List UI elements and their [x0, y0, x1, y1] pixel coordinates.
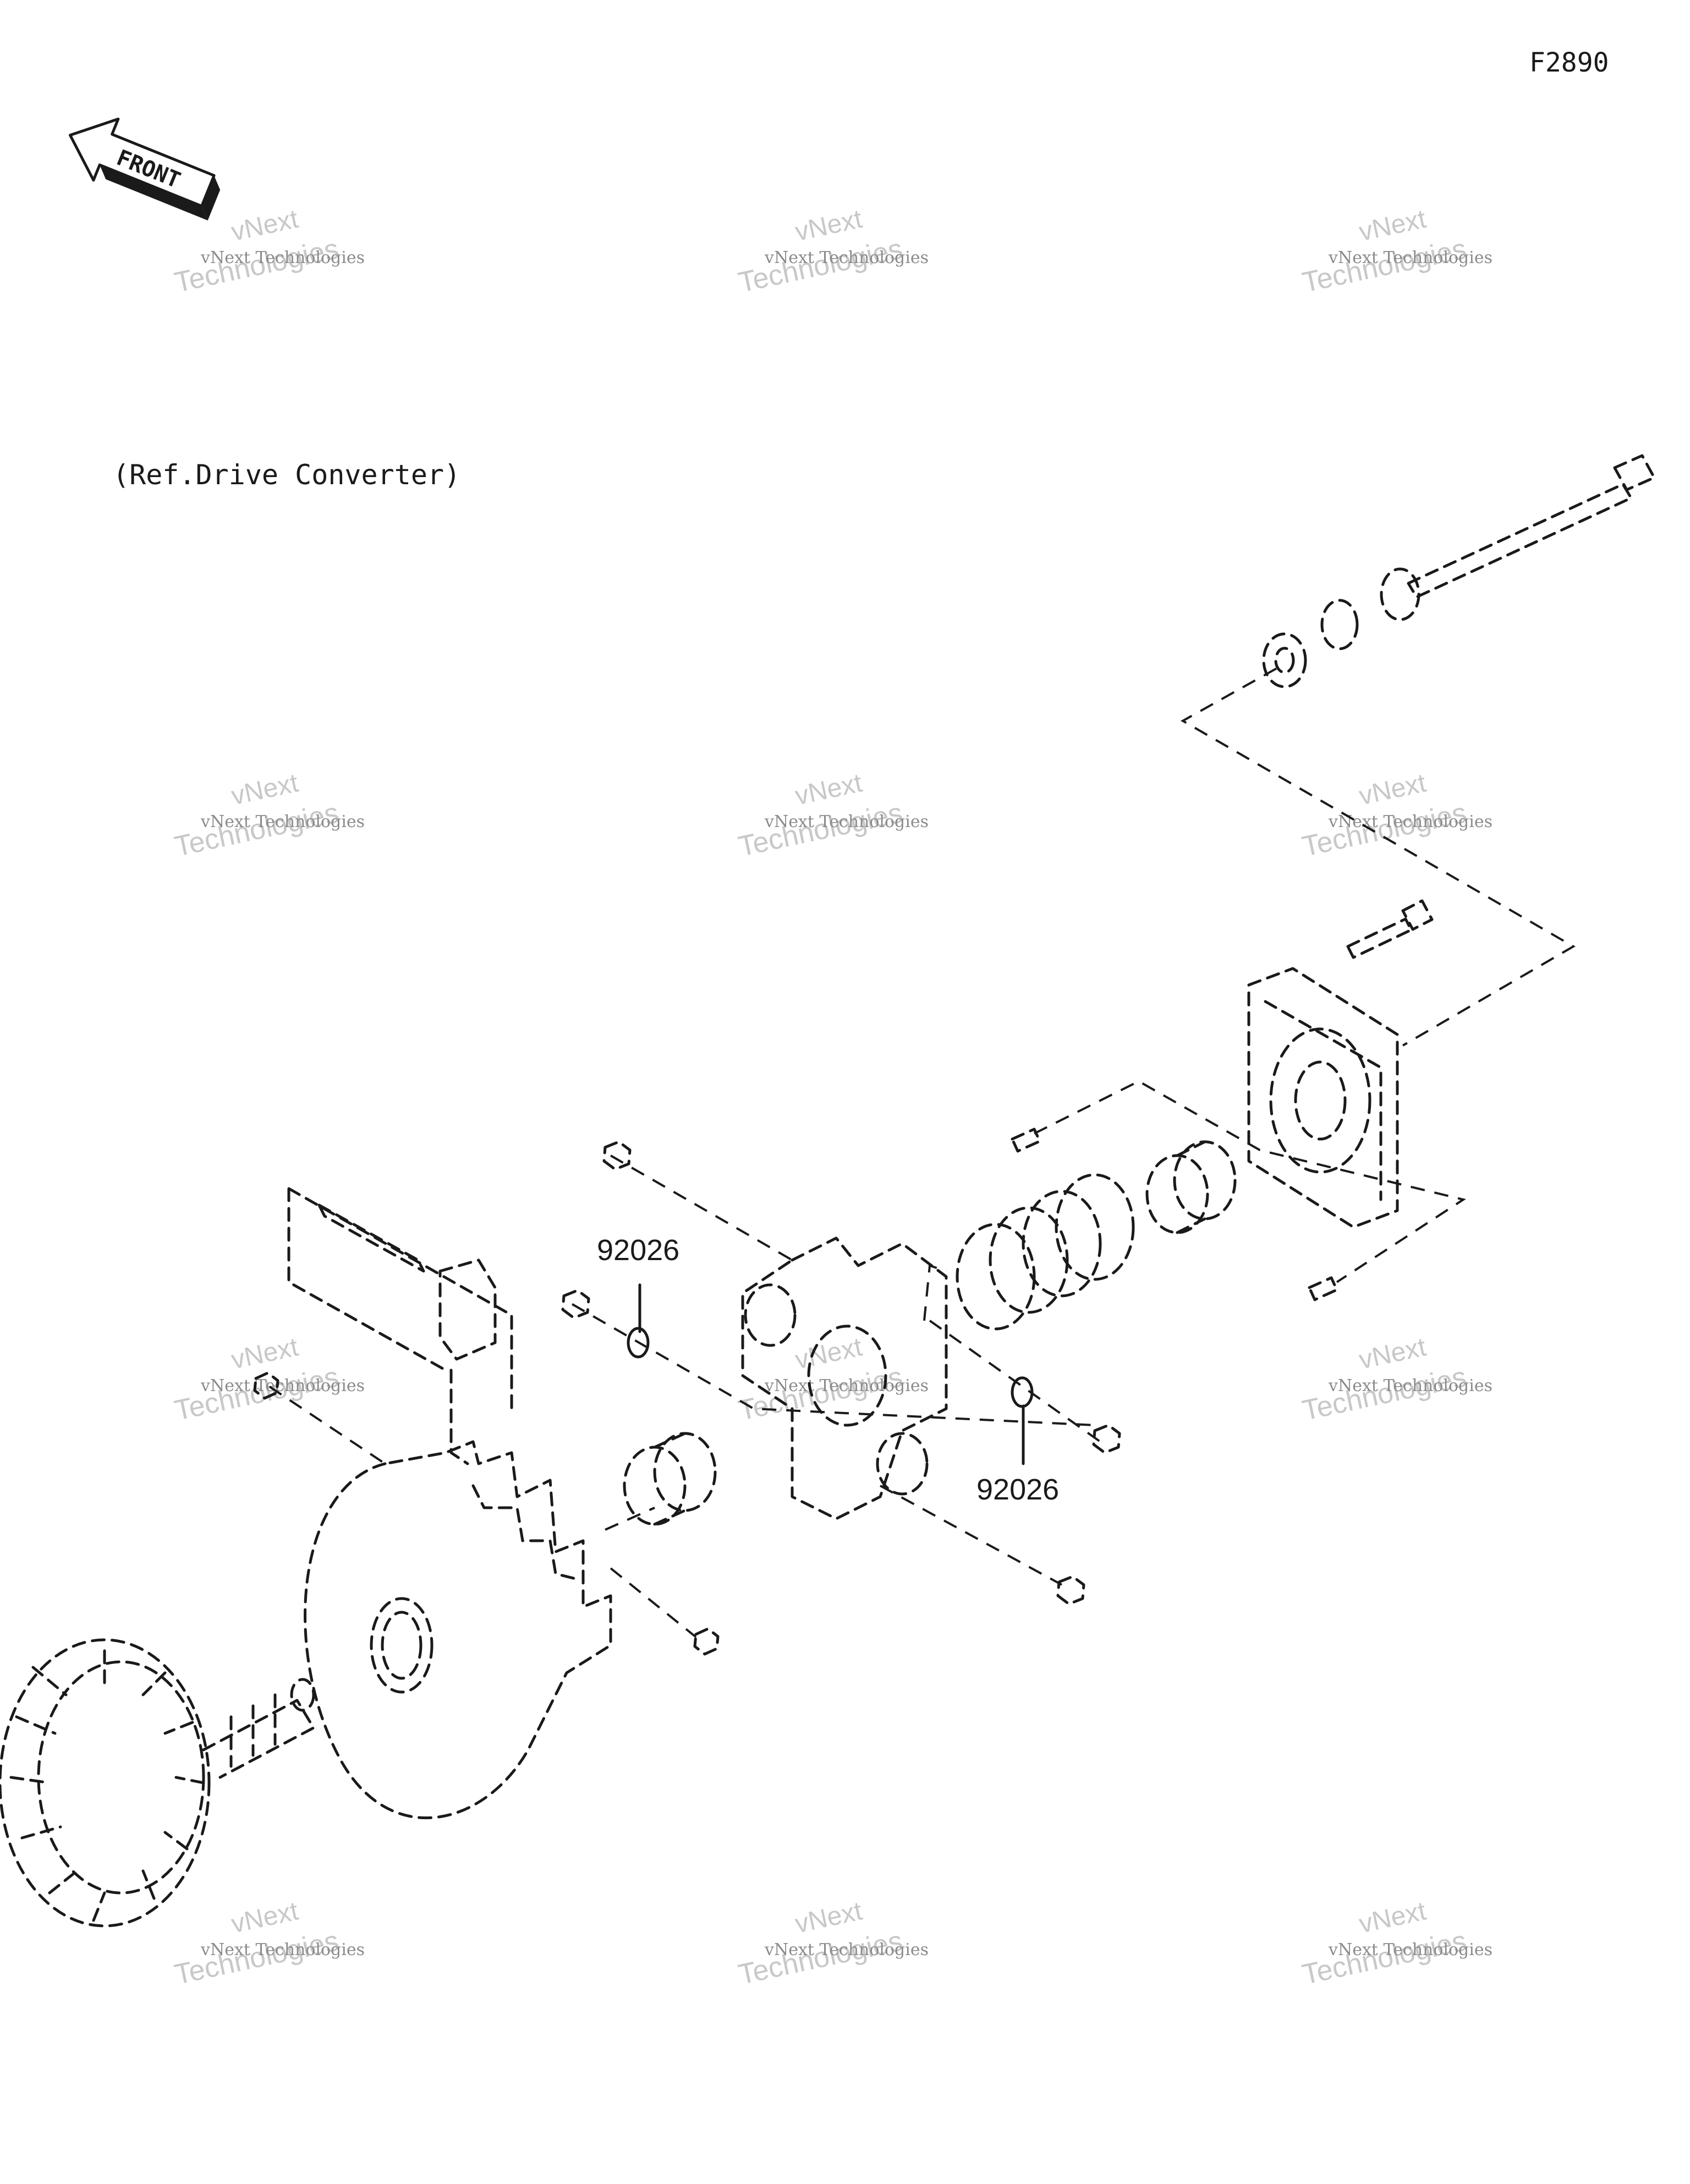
callout-part-number: 92026	[597, 1234, 679, 1267]
assembly-guide-line	[572, 1303, 1095, 1426]
nut	[561, 1289, 590, 1320]
long-bolt	[1407, 454, 1656, 599]
figure-code: F2890	[1529, 47, 1609, 78]
center-bushing	[623, 1432, 717, 1526]
svg-text:vNext Technologies: vNext Technologies	[200, 248, 365, 267]
watermark: Technologies vNext vNext Technologies	[1299, 768, 1493, 863]
assembly-guide-line	[610, 1567, 697, 1638]
washer-set	[1262, 567, 1420, 688]
bushing	[1145, 1140, 1237, 1234]
nut	[253, 1371, 279, 1400]
watermark: Technologies vNext vNext Technologies	[1299, 204, 1493, 299]
assembly-guide-line	[923, 1264, 947, 1321]
svg-text:vNext Technologies: vNext Technologies	[1328, 1940, 1493, 1959]
svg-text:vNext: vNext	[793, 204, 865, 247]
watermark: Technologies vNext vNext Technologies	[172, 768, 365, 863]
svg-text:vNext Technologies: vNext Technologies	[200, 1376, 365, 1395]
svg-text:vNext Technologies: vNext Technologies	[764, 248, 929, 267]
pin	[1011, 1127, 1041, 1153]
roller-assembly	[287, 1187, 513, 1465]
svg-text:vNext: vNext	[1357, 204, 1429, 247]
assembly-guide-line	[1034, 1080, 1466, 1283]
spring	[956, 1173, 1135, 1331]
assembly-guide-line	[880, 1485, 1062, 1586]
callout-part-number: 92026	[976, 1473, 1059, 1506]
svg-text:vNext Technologies: vNext Technologies	[1328, 248, 1493, 267]
watermark: Technologies vNext vNext Technologies	[1299, 1896, 1493, 1991]
svg-text:vNext: vNext	[793, 1896, 865, 1939]
assembly-guide-line	[605, 1507, 655, 1531]
svg-text:vNext Technologies: vNext Technologies	[200, 1940, 365, 1959]
svg-text:vNext Technologies: vNext Technologies	[764, 812, 929, 831]
svg-text:vNext Technologies: vNext Technologies	[1328, 812, 1493, 831]
svg-text:vNext: vNext	[1357, 1896, 1429, 1939]
nut	[693, 1627, 720, 1656]
svg-text:vNext: vNext	[229, 1896, 301, 1939]
spider-hub	[741, 1236, 948, 1520]
svg-text:vNext Technologies: vNext Technologies	[200, 812, 365, 831]
svg-text:vNext Technologies: vNext Technologies	[764, 1940, 929, 1959]
svg-text:vNext: vNext	[229, 768, 301, 811]
svg-text:vNext Technologies: vNext Technologies	[764, 1376, 929, 1395]
pin	[1308, 1276, 1338, 1301]
watermark: Technologies vNext vNext Technologies	[172, 204, 365, 299]
watermark: Technologies vNext vNext Technologies	[172, 1332, 365, 1427]
watermark: Technologies vNext vNext Technologies	[736, 1896, 929, 1991]
movable-sheave	[304, 1440, 612, 1819]
nut	[1056, 1575, 1085, 1606]
svg-text:vNext Technologies: vNext Technologies	[1328, 1376, 1493, 1395]
assembly-guide-line	[1180, 667, 1576, 1047]
watermark: Technologies vNext vNext Technologies	[736, 1332, 929, 1427]
watermark: Technologies vNext vNext Technologies	[736, 204, 929, 299]
fixed-sheave	[0, 1638, 315, 1928]
short-bolt	[1346, 899, 1434, 959]
svg-text:vNext: vNext	[793, 768, 865, 811]
svg-text:vNext: vNext	[793, 1332, 865, 1375]
watermark: Technologies vNext vNext Technologies	[1299, 1332, 1493, 1427]
svg-text:vNext: vNext	[1357, 1332, 1429, 1375]
svg-text:vNext: vNext	[1357, 768, 1429, 811]
svg-text:vNext: vNext	[229, 204, 301, 247]
o-ring	[627, 1327, 650, 1359]
svg-text:vNext: vNext	[229, 1332, 301, 1375]
watermark: Technologies vNext vNext Technologies	[172, 1896, 365, 1991]
reference-note: (Ref.Drive Converter)	[113, 459, 460, 491]
nut	[1092, 1424, 1121, 1454]
front-arrow-icon: FRONT	[69, 117, 221, 221]
cover-plate	[1247, 967, 1399, 1229]
nut	[602, 1140, 632, 1171]
assembly-guide-line	[610, 1154, 793, 1261]
watermark: Technologies vNext vNext Technologies	[736, 768, 929, 863]
